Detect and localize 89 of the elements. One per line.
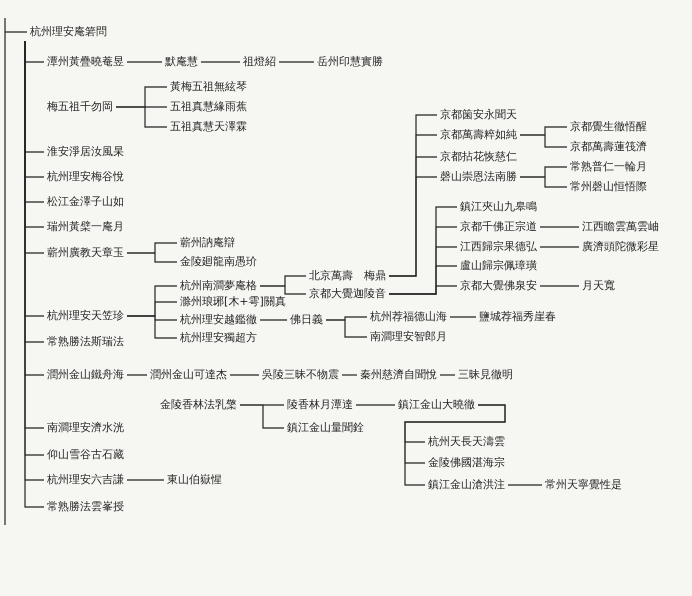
- name-label: 潤州金山可達杰: [150, 368, 227, 382]
- connector-line: [356, 404, 395, 406]
- connector-line: [520, 176, 567, 188]
- connector-line: [127, 315, 177, 339]
- connector-line: [389, 285, 457, 295]
- name-label: 京都箘安永聞天: [440, 108, 517, 122]
- name-label: 岳州印慧實勝: [317, 55, 383, 69]
- name-label: 盧山歸宗佩璋璜: [460, 259, 537, 273]
- name-label: 杭州理安天笠珍: [47, 309, 124, 323]
- connector-line: [279, 61, 314, 63]
- name-label: 潭州黃疊曉菴昱: [47, 55, 124, 69]
- connector-line: [4, 17, 28, 526]
- name-label: 蘄州廣教天章玉: [47, 246, 124, 260]
- name-label: 滁州琅琊[木+雩]關真: [180, 295, 286, 309]
- connector-line: [240, 404, 284, 429]
- connector-line: [127, 374, 147, 376]
- name-label: 五祖真慧天澤霖: [170, 120, 247, 134]
- connector-line: [342, 374, 357, 376]
- name-label: 淮安淨居汝風杲: [47, 145, 124, 159]
- name-label: 三昧見徹明: [458, 368, 513, 382]
- connector-line: [260, 319, 287, 321]
- name-label: 京都萬壽粹如純: [440, 128, 517, 142]
- name-label: 杭州理安庵箬問: [30, 25, 107, 39]
- connector-line: [389, 176, 437, 277]
- name-label: 鹽城荐福秀崖春: [479, 310, 556, 324]
- connector-line: [326, 319, 367, 338]
- connector-line: [450, 316, 476, 318]
- name-label: 江西瞻雲萬雲岫: [582, 220, 659, 234]
- name-label: 吳陵三昧不物震: [262, 368, 339, 382]
- name-label: 鎮江金山滄洪注: [428, 478, 505, 492]
- name-label: 鎮江金山量聞銓: [287, 421, 364, 435]
- name-label: 杭州荐福德山海: [370, 310, 447, 324]
- name-label: 常州天寧覺性是: [545, 478, 622, 492]
- name-label: 金陵廻龍南愚玠: [180, 255, 257, 269]
- name-label: 常州磬山恒悟際: [570, 180, 647, 194]
- name-label: 京都大覺佛泉安: [460, 279, 537, 293]
- name-label: 杭州天長天濤雲: [428, 435, 505, 449]
- name-label: 月天寬: [582, 279, 615, 293]
- name-label: 祖燈紹: [243, 55, 276, 69]
- connector-line: [127, 479, 164, 481]
- name-label: 杭州理安梅谷悅: [47, 170, 124, 184]
- name-label: 杭州理安獨超方: [180, 331, 257, 345]
- connector-line: [404, 404, 506, 486]
- name-label: 潤州金山鐵舟海: [47, 368, 124, 382]
- name-label: 常熟普仁一輪月: [570, 160, 647, 174]
- name-label: 廣濟頭陀微彩星: [582, 240, 659, 254]
- name-label: 南澗理安智郎月: [370, 330, 447, 344]
- name-label: 梅五祖千勿岡: [47, 100, 113, 114]
- name-label: 默庵慧: [165, 55, 198, 69]
- name-label: 陵香林月潭達: [287, 398, 353, 412]
- connector-line: [520, 134, 567, 148]
- name-label: 仰山雪谷古石藏: [47, 448, 124, 462]
- name-label: 常熟勝法雲峯授: [47, 500, 124, 514]
- connector-line: [127, 252, 177, 263]
- connector-line: [230, 374, 259, 376]
- name-label: 京都千佛正宗道: [460, 220, 537, 234]
- connector-line: [260, 285, 306, 295]
- name-label: 杭州南澗夢庵格: [180, 279, 257, 293]
- connector-line: [540, 246, 579, 248]
- connector-line: [540, 226, 579, 228]
- name-label: 京都拈花恢慈仁: [440, 150, 517, 164]
- name-label: 秦州慈濟自聞悅: [360, 368, 437, 382]
- connector-line: [201, 61, 240, 63]
- name-label: 磬山崇恩法南勝: [440, 170, 517, 184]
- name-label: 北京萬壽 梅鼎: [309, 269, 386, 283]
- connector-line: [508, 484, 542, 486]
- name-label: 杭州理安越鑑徹: [180, 313, 257, 327]
- name-label: 京都大覺迦陵音: [309, 287, 386, 301]
- name-label: 杭州理安六吉謙: [47, 473, 124, 487]
- name-label: 江西歸宗果德弘: [460, 240, 537, 254]
- name-label: 常熟勝法斯瑞法: [47, 335, 124, 349]
- name-label: 京都萬壽蓮筏濟: [570, 140, 647, 154]
- name-label: 五祖真慧緣雨蕉: [170, 100, 247, 114]
- name-label: 鎮江金山大曉徹: [398, 398, 475, 412]
- connector-line: [440, 374, 455, 376]
- name-label: 京都覺生徹悟醒: [570, 120, 647, 134]
- name-label: 金陵香林法乳檠: [160, 398, 237, 412]
- name-label: 金陵佛國湛海宗: [428, 456, 505, 470]
- name-label: 蘄州訥庵辯: [180, 236, 235, 250]
- name-label: 南澗理安濟水洸: [47, 421, 124, 435]
- name-label: 松江金澤子山如: [47, 195, 124, 209]
- name-label: 黃梅五祖無絃琴: [170, 80, 247, 94]
- name-label: 瑞州黃檗一庵月: [47, 220, 124, 234]
- name-label: 鎮江夾山九皋鳴: [460, 200, 537, 214]
- name-label: 東山伯嶽惺: [167, 473, 222, 487]
- connector-line: [127, 61, 162, 63]
- name-label: 佛日義: [290, 313, 323, 327]
- connector-line: [540, 285, 579, 287]
- connector-line: [116, 106, 167, 128]
